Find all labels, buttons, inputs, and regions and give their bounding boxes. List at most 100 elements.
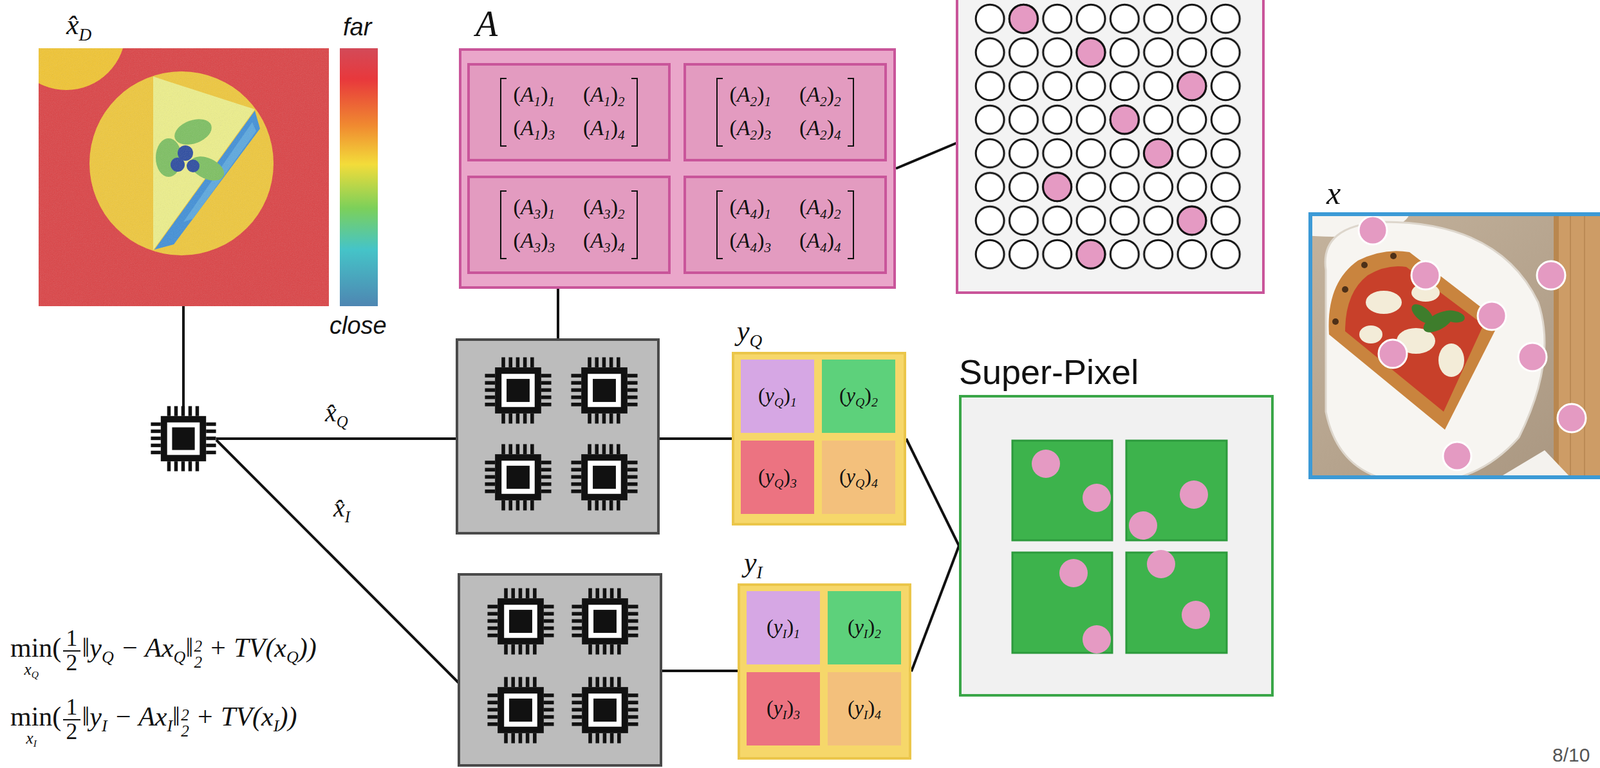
food-photo-part [1553,214,1559,478]
processor-array-part [484,444,551,511]
math-text: ) [610,115,618,140]
math-text: ) [864,464,872,488]
math-text: y [854,696,864,720]
subscript: Q [774,395,784,410]
bracket [631,77,638,147]
food-photo-part-part [1477,301,1507,331]
math-text: ) [783,383,791,407]
math-text: ) [867,696,875,720]
math-text: A [806,82,820,107]
super-pixel-illustration-part [958,395,1274,698]
subscript: 2 [750,93,758,110]
food-photo-part [1332,252,1397,326]
subscript: Q [774,476,784,491]
math-text: A [520,228,535,253]
super-pixel-illustration-part-part [1082,483,1111,513]
subscript: 1 [534,127,542,143]
matrix-entry: (A1)2 [583,81,625,111]
math-text: ) [756,115,764,140]
sub-sup: 22 [180,707,190,740]
sampling-pattern [957,0,1264,293]
cell-text: (yI)1 [766,615,800,642]
math-text: ) [540,82,548,107]
math-text: ( [799,115,807,140]
math-text: ( [799,228,807,253]
math-text: ( [512,115,521,140]
subscript: I [166,716,173,736]
limit-subscript: I [33,738,37,750]
matrix-entry: (A2)2 [799,81,842,111]
subscript: 1 [547,93,555,110]
math-text: ( [839,464,847,488]
math-text: ( [847,615,855,639]
matrix-entry: (A2)1 [729,81,772,111]
bracket [500,190,507,260]
math-text: A [590,228,604,253]
math-text: ( [729,82,737,107]
math-text: )) [298,633,317,663]
cell-text: (yI)2 [847,615,882,642]
math-text: ) [786,696,794,720]
food-photo-part [1345,266,1484,412]
math-text: ) [827,195,835,219]
math-text: ( [766,615,774,639]
math-text: A [520,82,535,107]
connector-line [911,546,959,673]
math-text: ) [867,615,875,639]
math-text: ( [729,228,737,253]
sampling-pattern-part-part [1110,105,1139,134]
subscript: 2 [834,206,842,223]
measurement-title: yI [744,547,763,583]
subscript: 4 [750,240,758,256]
food-photo-part-part [1332,318,1339,326]
super-pixel-illustration-part-part [1012,440,1113,541]
food-photo-part-part [1341,286,1349,293]
math-text: ‖y [81,702,102,732]
subscript: Q [286,648,299,667]
math-text: A [590,195,604,219]
matrix-brackets: (A4)1(A4)2(A4)3(A4)4 [716,190,854,260]
food-photo-part [1583,214,1586,478]
math-text: ( [847,696,855,720]
math-text: 8/10 [1552,744,1590,766]
math-text: ‖y [81,633,102,663]
math-text: x̂ [325,398,337,428]
processor-array-part [571,588,638,655]
subscript: Q [101,648,114,667]
subscript: 4 [819,240,828,256]
sampling-pattern-part-part [1043,173,1072,202]
super-pixel-illustration-part [1012,440,1227,654]
operator-limit: minxQ [10,634,53,681]
subscript: 2 [834,93,842,110]
subscript: 1 [793,626,800,642]
subscript: Q [855,476,865,491]
matrix-entry: (A3)1 [512,194,555,223]
subscript: D [79,25,93,45]
subscript: 4 [834,127,842,143]
math-text: A [475,3,498,44]
food-photo-part-part [1358,216,1387,245]
sampling-pattern-part [973,1,1243,271]
cell-text: (yI)4 [847,696,882,723]
subscript: I [273,716,280,736]
super-pixel-illustration-part-part [1059,559,1088,588]
subscript: 1 [547,206,555,223]
cell-text: (yI)3 [766,696,800,723]
bracket [847,190,855,260]
subscript: 1 [534,93,542,110]
matrix-entry: (A4)1 [729,194,772,223]
subscript: 3 [603,240,611,256]
super-pixel-illustration-part [1031,449,1210,654]
wires-part [895,142,958,169]
limit-variable: x [25,729,33,748]
food-photo-part-part [1390,252,1397,260]
math-text: A [736,82,751,107]
math-text: ) [827,228,835,253]
subscript: 2 [750,127,758,143]
math-text: x̂ [333,493,345,523]
subscript: 3 [534,206,542,223]
math-text: ) [786,615,794,639]
matrix-entry: (A4)3 [729,227,772,257]
food-photo-part [1358,216,1586,471]
limit-text: xI [25,730,37,750]
